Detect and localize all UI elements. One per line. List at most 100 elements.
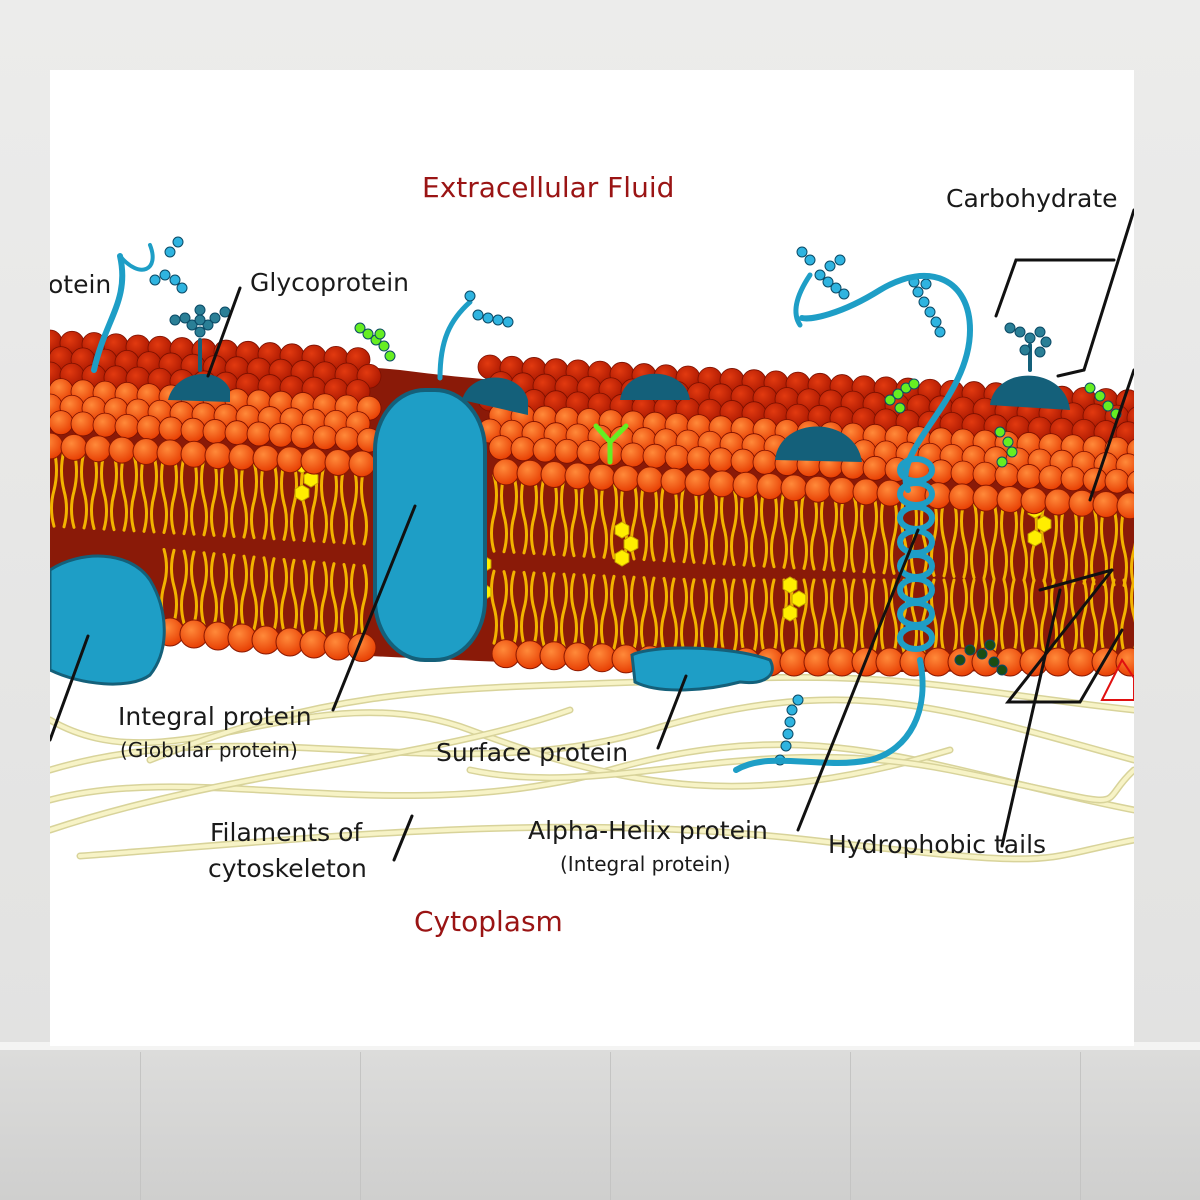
tail <box>560 572 568 648</box>
carbohydrate-bead <box>169 274 181 286</box>
carbohydrate-stem <box>91 253 126 373</box>
tail <box>240 554 248 630</box>
cholesterol-ring <box>614 549 630 567</box>
tail <box>190 550 198 626</box>
tail <box>680 484 688 564</box>
carbohydrate-bead <box>996 664 1008 676</box>
tail <box>960 499 968 579</box>
tail <box>260 556 268 632</box>
tail <box>130 453 138 533</box>
tail <box>1080 578 1088 654</box>
tail <box>70 449 78 529</box>
tail <box>830 578 838 654</box>
label-alpha-helix: Alpha-Helix protein <box>528 816 768 845</box>
carbohydrate-bead <box>362 328 374 340</box>
tail <box>1120 507 1128 587</box>
label-protein-partial: otein <box>50 270 112 299</box>
phospholipid-heads-front <box>50 432 1134 520</box>
tail <box>80 450 88 530</box>
carbohydrate-bead <box>908 378 920 390</box>
tail <box>140 453 148 533</box>
carbohydrate-bead <box>202 319 214 331</box>
tail <box>710 578 718 654</box>
peripheral-protein-dome <box>775 426 862 462</box>
tail <box>290 462 298 542</box>
carbohydrate-bead <box>784 716 796 728</box>
tail <box>1120 578 1128 654</box>
tail <box>250 460 258 540</box>
tail <box>750 488 758 568</box>
tail <box>580 573 588 649</box>
tail <box>880 495 888 575</box>
carbohydrate-bead <box>1040 336 1052 348</box>
tail <box>990 501 998 581</box>
tail <box>800 490 808 570</box>
tail <box>350 563 358 639</box>
cholesterol-ring <box>782 604 798 622</box>
cytoskeleton-filament <box>50 708 572 832</box>
floor-plank <box>140 1052 141 1200</box>
tail <box>950 578 958 654</box>
label-surface-protein: Surface protein <box>436 738 629 767</box>
carbohydrate-bead <box>912 286 924 298</box>
tail <box>540 476 548 556</box>
label-integral-protein: Integral protein <box>118 702 312 731</box>
red-triangle-fragment <box>1100 658 1134 701</box>
integral-protein-left <box>50 554 166 686</box>
tail <box>230 459 238 539</box>
phospholipid-head <box>1104 468 1130 494</box>
phospholipid-head <box>642 443 668 469</box>
tail <box>550 572 558 648</box>
tail <box>90 451 98 531</box>
phospholipid-head <box>1115 647 1134 677</box>
carbohydrate-bead <box>164 246 176 258</box>
carbohydrate-bead <box>374 328 386 340</box>
phospholipid-head <box>1116 492 1134 520</box>
tail <box>600 574 608 650</box>
tail <box>750 578 758 654</box>
tail <box>660 483 668 563</box>
tail <box>1010 502 1018 582</box>
leader-glycoprotein <box>206 286 242 378</box>
tail <box>250 555 258 631</box>
label-glycoprotein: Glycoprotein <box>250 268 410 297</box>
cholesterol-ring <box>294 484 310 502</box>
carbohydrate-bead <box>464 290 476 302</box>
leader-hydrophobic-tails <box>1000 588 1062 848</box>
carbohydrate-bead <box>179 312 191 324</box>
tail <box>620 575 628 651</box>
phospholipid-head <box>994 462 1020 488</box>
label-hydrophobic-tails: Hydrophobic tails <box>828 830 1047 859</box>
helix-tail <box>733 657 926 773</box>
phospholipid-head <box>114 413 140 439</box>
carbohydrate-bead <box>1034 346 1046 358</box>
phospholipid-head <box>862 455 888 481</box>
phospholipid-head <box>996 485 1024 513</box>
tail <box>300 559 308 635</box>
carbohydrate-chains <box>91 236 1122 766</box>
carbohydrate-bead <box>194 304 206 316</box>
tail <box>850 493 858 573</box>
carbohydrate-stem <box>593 423 629 465</box>
tail <box>890 578 898 654</box>
phospholipid-head <box>136 415 162 441</box>
phospholipid-head <box>180 417 206 443</box>
tail <box>1110 507 1118 587</box>
phospholipid-head <box>684 469 712 497</box>
tail <box>820 578 828 654</box>
leader-left-protein <box>50 634 90 742</box>
phospholipid-head <box>732 471 760 499</box>
tail <box>850 578 858 654</box>
carbohydrate-bead <box>209 312 221 324</box>
tail <box>520 475 528 555</box>
tail <box>330 464 338 544</box>
carbohydrate-bead <box>194 326 206 338</box>
tail <box>510 474 518 554</box>
tail <box>680 577 688 653</box>
carbohydrate-bead <box>954 654 966 666</box>
phospholipid-head <box>180 440 208 468</box>
tail <box>180 549 188 625</box>
label-alpha-helix-sub: (Integral protein) <box>560 852 731 876</box>
tail <box>530 475 538 555</box>
tail <box>1100 506 1108 586</box>
